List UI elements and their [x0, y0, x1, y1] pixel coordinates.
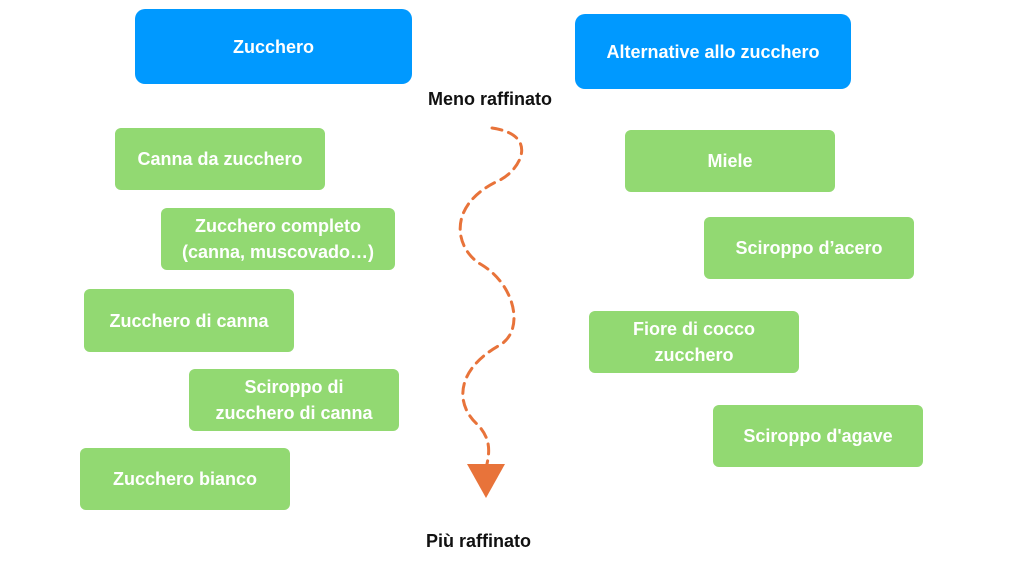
right-item-agave-syrup: Sciroppo d'agave: [713, 405, 923, 467]
right-item-maple-syrup: Sciroppo d’acero: [704, 217, 914, 279]
right-item-agave-syrup-label: Sciroppo d'agave: [743, 426, 893, 446]
header-sugar-label: Zucchero: [232, 36, 315, 57]
right-item-maple-syrup-label: Sciroppo d’acero: [735, 238, 883, 258]
right-item-coconut-sugar: Fiore di cocco zucchero: [589, 311, 799, 373]
left-item-white-sugar: Zucchero bianco: [80, 448, 290, 510]
left-item-brown-sugar: Zucchero di canna: [84, 289, 294, 352]
header-alternatives-label: Alternative allo zucchero: [606, 41, 820, 62]
axis-label-less-refined: Meno raffinato: [428, 89, 552, 109]
header-sugar: Zucchero: [135, 9, 412, 84]
refinement-arrow-line: [458, 126, 524, 466]
left-item-cane-label: Canna da zucchero: [137, 149, 303, 169]
left-item-brown-sugar-label: Zucchero di canna: [109, 310, 269, 331]
header-alternatives: Alternative allo zucchero: [575, 14, 851, 89]
right-item-honey-label: Miele: [707, 151, 753, 171]
left-item-cane-syrup-label: Sciroppo di zucchero di canna: [215, 377, 373, 423]
right-item-coconut-sugar-label: Fiore di cocco zucchero: [632, 319, 756, 365]
axis-label-more-refined: Più raffinato: [426, 531, 532, 551]
left-item-whole-sugar: Zucchero completo (canna, muscovado…): [161, 208, 395, 270]
right-item-honey: Miele: [625, 130, 835, 192]
refinement-arrow-head: [467, 464, 505, 498]
left-item-cane: Canna da zucchero: [115, 128, 325, 190]
left-item-whole-sugar-label: Zucchero completo (canna, muscovado…): [181, 216, 375, 262]
left-item-cane-syrup: Sciroppo di zucchero di canna: [189, 369, 399, 431]
left-item-white-sugar-label: Zucchero bianco: [112, 469, 258, 489]
